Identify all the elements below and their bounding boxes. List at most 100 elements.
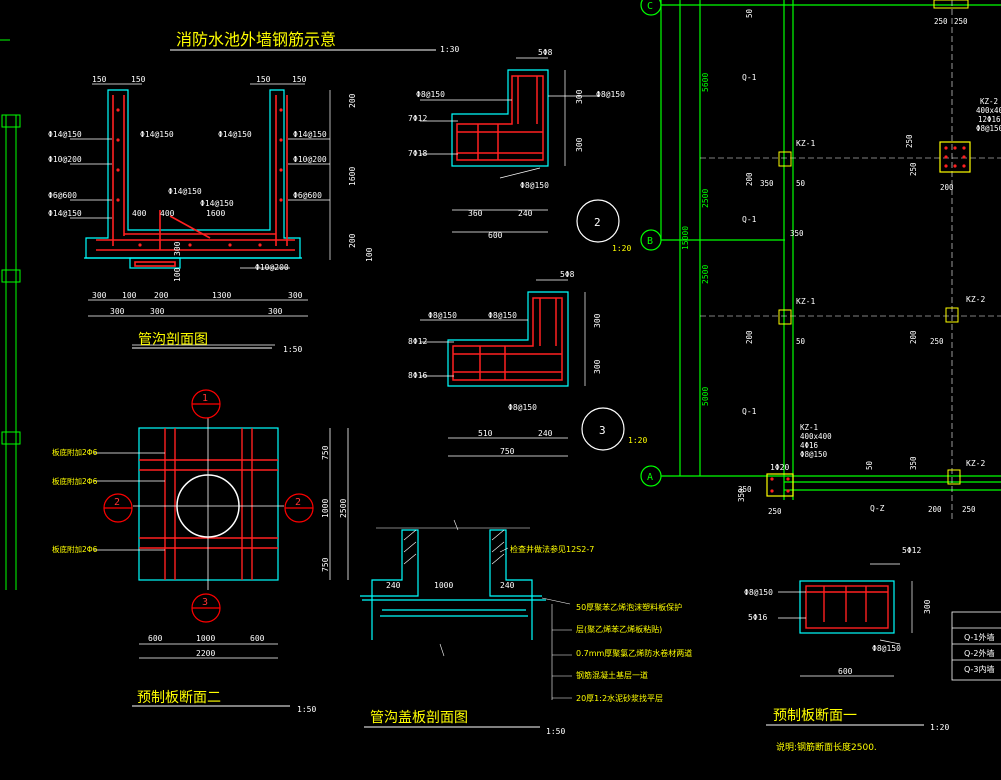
cover-layer: 钢筋混凝土基层一道	[576, 670, 648, 680]
trench-left-note: Φ10@200	[48, 155, 82, 164]
plan-dim: 250	[905, 134, 914, 148]
kz2-note: 12Φ16	[978, 115, 1001, 124]
trench-bottom-dim: 200	[154, 291, 169, 300]
sec2-vdim: 300	[575, 137, 584, 152]
plan-vdim: 5000	[701, 387, 710, 406]
precast2-hdim: 600	[148, 634, 163, 643]
plan-dim: 250	[909, 162, 918, 176]
top-title-scale: 1:30	[440, 45, 459, 54]
section-2: 5Φ8 Φ8@150 7Φ12 7Φ18 Φ8@150 Φ8@150 300 3…	[408, 48, 631, 253]
plan-dim: 200	[909, 330, 918, 344]
trench-bottom-dim: 300	[268, 307, 283, 316]
plan-vtotal: 15000	[681, 226, 690, 250]
trench-rebar	[96, 95, 295, 267]
precast2-bar-label: 板底附加2Φ6	[52, 447, 98, 457]
trench-small-dim: 100	[173, 267, 182, 282]
sec3-vdim: 300	[593, 313, 602, 328]
trench-left-note: Φ14@150	[48, 209, 82, 218]
trench-center-note: Φ14@150	[200, 199, 234, 208]
precast2-vdim: 750	[321, 557, 330, 572]
kz1-note: 400x400	[800, 432, 832, 441]
wall-label: Q-1	[742, 407, 757, 416]
trench-small-dim: 300	[173, 241, 182, 256]
trench-inner-note: Φ14@150	[218, 130, 252, 139]
precast1-title: 预制板断面一	[773, 708, 857, 724]
corner-bars: 1Φ20	[770, 463, 789, 472]
sec3-total: 750	[500, 447, 515, 456]
precast1-hdim: 600	[838, 667, 853, 676]
trench-top-dim: 150	[92, 75, 107, 84]
drawing-titles: 消防水池外墙钢筋示意 1:30 管沟剖面图 1:50 预制板断面二 1:50 管…	[132, 30, 949, 753]
precast1-title-scale: 1:20	[930, 723, 949, 732]
precast1-bottom-label: Φ8@150	[872, 644, 901, 653]
sec2-mark: 2	[594, 216, 601, 229]
trench-title: 管沟剖面图	[138, 332, 208, 348]
kz1-note: 4Φ16	[800, 441, 819, 450]
sec2-right-label: Φ8@150	[596, 90, 625, 99]
cover-layer: 层(聚乙烯苯乙烯板粘贴)	[576, 624, 662, 634]
sec2-bottom-label: Φ8@150	[520, 181, 549, 190]
trench-right-note: Φ14@150	[293, 130, 327, 139]
trench-right-dim: 200	[348, 93, 357, 108]
trench-bottom-dim: 300	[110, 307, 125, 316]
precast1-label: 5Φ16	[748, 613, 767, 622]
sec2-scale: 1:20	[612, 244, 631, 253]
precast2-title-scale: 1:50	[297, 705, 316, 714]
cover-title: 管沟盖板剖面图	[370, 710, 468, 726]
trench-right-dim: 200	[348, 233, 357, 248]
sec2-label: 7Φ12	[408, 114, 427, 123]
legend-row: Q-1外墙	[964, 632, 995, 642]
column-label: KZ-2	[966, 459, 985, 468]
sec3-mark: 3	[599, 424, 606, 437]
plan-dim: 200	[928, 505, 942, 514]
precast1-label: Φ8@150	[744, 588, 773, 597]
precast2-bar-label: 板底附加2Φ6	[52, 476, 98, 486]
kz2-column	[939, 141, 971, 173]
plan-vdim: 5600	[701, 73, 710, 92]
sec2-label: Φ8@150	[416, 90, 445, 99]
plan-dim: 50	[865, 460, 874, 470]
sec3-hdim: 510	[478, 429, 493, 438]
trench-center-note: 400	[132, 209, 147, 218]
precast2-htotal: 2200	[196, 649, 215, 658]
plan-vdim: 2500	[701, 189, 710, 208]
precast2-title: 预制板断面二	[137, 690, 221, 706]
trench-dim-lines	[70, 83, 331, 346]
column-label: KZ-2	[966, 295, 985, 304]
plan-dim: 250	[930, 337, 944, 346]
cover-layer: 50厚聚苯乙烯泡沫塑料板保护	[576, 602, 682, 612]
trench-title-scale: 1:50	[283, 345, 302, 354]
plan-dim: 250	[934, 17, 948, 26]
trench-outline	[84, 89, 302, 269]
plan-dim: 350	[760, 179, 774, 188]
plan-dim: 200	[745, 172, 754, 186]
legend-row: Q-3内墙	[964, 664, 995, 674]
plan-dim: 50	[796, 337, 806, 346]
section-mark: 1	[202, 393, 208, 404]
trench-top-dim: 150	[131, 75, 146, 84]
precast2-vdim: 1000	[321, 499, 330, 518]
plan-dim: 350	[790, 229, 804, 238]
legend-table: Q-1外墙 Q-2外墙 Q-3内墙	[951, 611, 1001, 681]
sec3-mid-label: Φ8@150	[488, 311, 517, 320]
sec3-top-label: 5Φ8	[560, 270, 575, 279]
sec3-vdim: 300	[593, 359, 602, 374]
trench-right-note: Φ6@600	[293, 191, 322, 200]
plan-dim: 350	[737, 488, 746, 502]
cover-layer: 20厚1:2水泥砂浆找平层	[576, 693, 663, 703]
cover-dim: 1000	[434, 581, 453, 590]
precast2-plan: 1 2 2 3 板底附加2Φ6 板底附加2Φ6 板底附加2Φ6 750 1000…	[52, 389, 349, 659]
top-title: 消防水池外墙钢筋示意	[176, 30, 336, 49]
sec3-scale: 1:20	[628, 436, 647, 445]
plan-dim: 350	[909, 456, 918, 470]
kz2-note: KZ-2	[980, 97, 998, 106]
trench-right-dim: 1600	[348, 167, 357, 186]
sec2-hdim: 240	[518, 209, 533, 218]
plan-dim: 350	[738, 485, 752, 494]
trench-section: 150 150 150 150 Φ14@150 Φ10@200 Φ6@600 Φ…	[48, 75, 374, 346]
plan-dim: 250	[768, 507, 782, 516]
sec3-label: 8Φ16	[408, 371, 427, 380]
sec2-vdim: 300	[575, 89, 584, 104]
sec2-total: 600	[488, 231, 503, 240]
